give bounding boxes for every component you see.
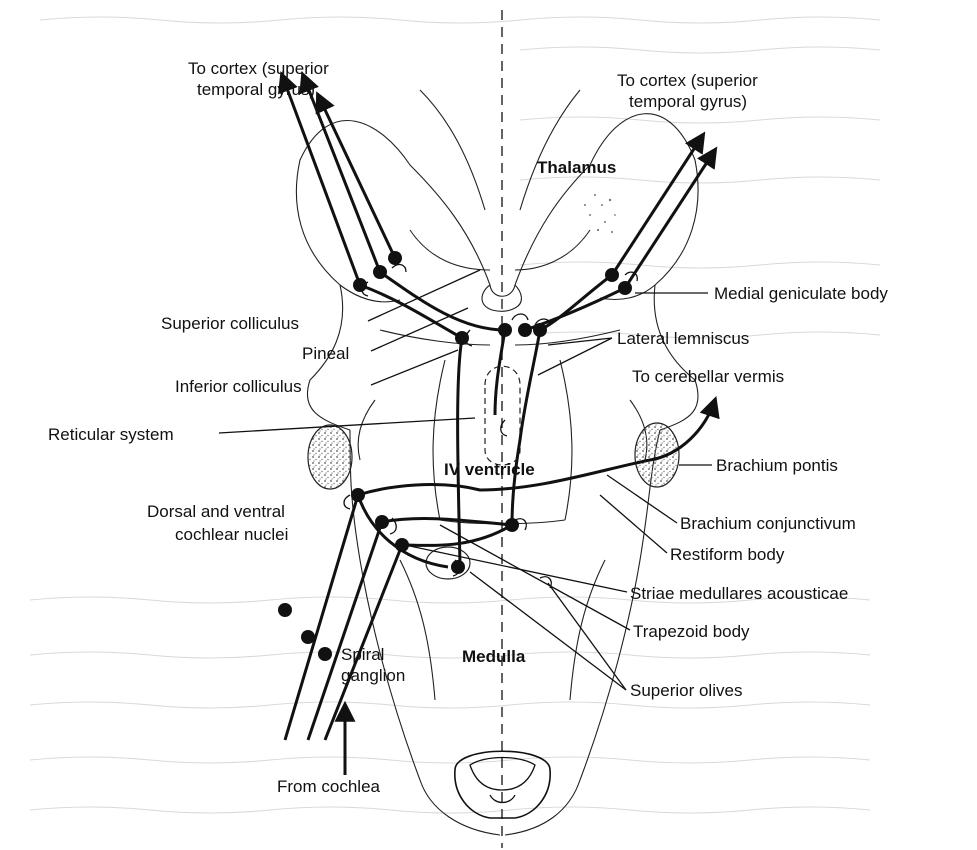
label-pineal: Pineal [302, 344, 349, 363]
labels: To cortex (superior temporal gyrus) To c… [48, 59, 888, 796]
neuron-dot [533, 323, 547, 337]
label-trapezoid-body: Trapezoid body [633, 622, 750, 641]
label-superior-colliculus: Superior colliculus [161, 314, 299, 333]
label-brachium-conjunctivum: Brachium conjunctivum [680, 514, 856, 533]
label-striae-medullares-acousticae: Striae medullares acousticae [630, 584, 848, 603]
neuron-dot [353, 278, 367, 292]
label-inferior-colliculus: Inferior colliculus [175, 377, 302, 396]
neuron-dot [373, 265, 387, 279]
neuron-dot [505, 518, 519, 532]
neuron-dot [388, 251, 402, 265]
iv-ventricle-outline [485, 366, 520, 465]
label-to-cerebellar-vermis: To cerebellar vermis [632, 367, 784, 386]
neuron-dot [518, 323, 532, 337]
label-lateral-lemniscus: Lateral lemniscus [617, 329, 749, 348]
brachium-pontis-right [635, 423, 679, 487]
thalamus-stipple [584, 194, 616, 233]
label-reticular-system: Reticular system [48, 425, 174, 444]
label-to-cortex-right: To cortex (superior [617, 71, 758, 90]
label-superior-olives: Superior olives [630, 681, 742, 700]
label-to-cortex-left: temporal gyrus) [197, 80, 315, 99]
label-to-cortex-right: temporal gyrus) [629, 92, 747, 111]
label-iv-ventricle: IV ventricle [444, 460, 535, 479]
neuron-dot [451, 560, 465, 574]
neuron-dot [375, 515, 389, 529]
brachium-pontis-left [308, 425, 352, 489]
label-cochlear-nuclei: cochlear nuclei [175, 525, 288, 544]
neuron-dot [301, 630, 315, 644]
label-cochlear-nuclei: Dorsal and ventral [147, 502, 285, 521]
label-from-cochlea: From cochlea [277, 777, 381, 796]
label-to-cortex-left: To cortex (superior [188, 59, 329, 78]
neuron-dot [605, 268, 619, 282]
label-restiform-body: Restiform body [670, 545, 785, 564]
label-spiral-ganglion: ganglion [341, 666, 405, 685]
label-spiral-ganglion: Spiral [341, 645, 384, 664]
neuron-dot [278, 603, 292, 617]
label-thalamus: Thalamus [537, 158, 616, 177]
neuron-dot [455, 331, 469, 345]
neuron-dot [498, 323, 512, 337]
label-brachium-pontis: Brachium pontis [716, 456, 838, 475]
neuron-dot [318, 647, 332, 661]
label-medulla: Medulla [462, 647, 526, 666]
neuron-dot [351, 488, 365, 502]
neuron-dot [618, 281, 632, 295]
label-medial-geniculate-body: Medial geniculate body [714, 284, 888, 303]
